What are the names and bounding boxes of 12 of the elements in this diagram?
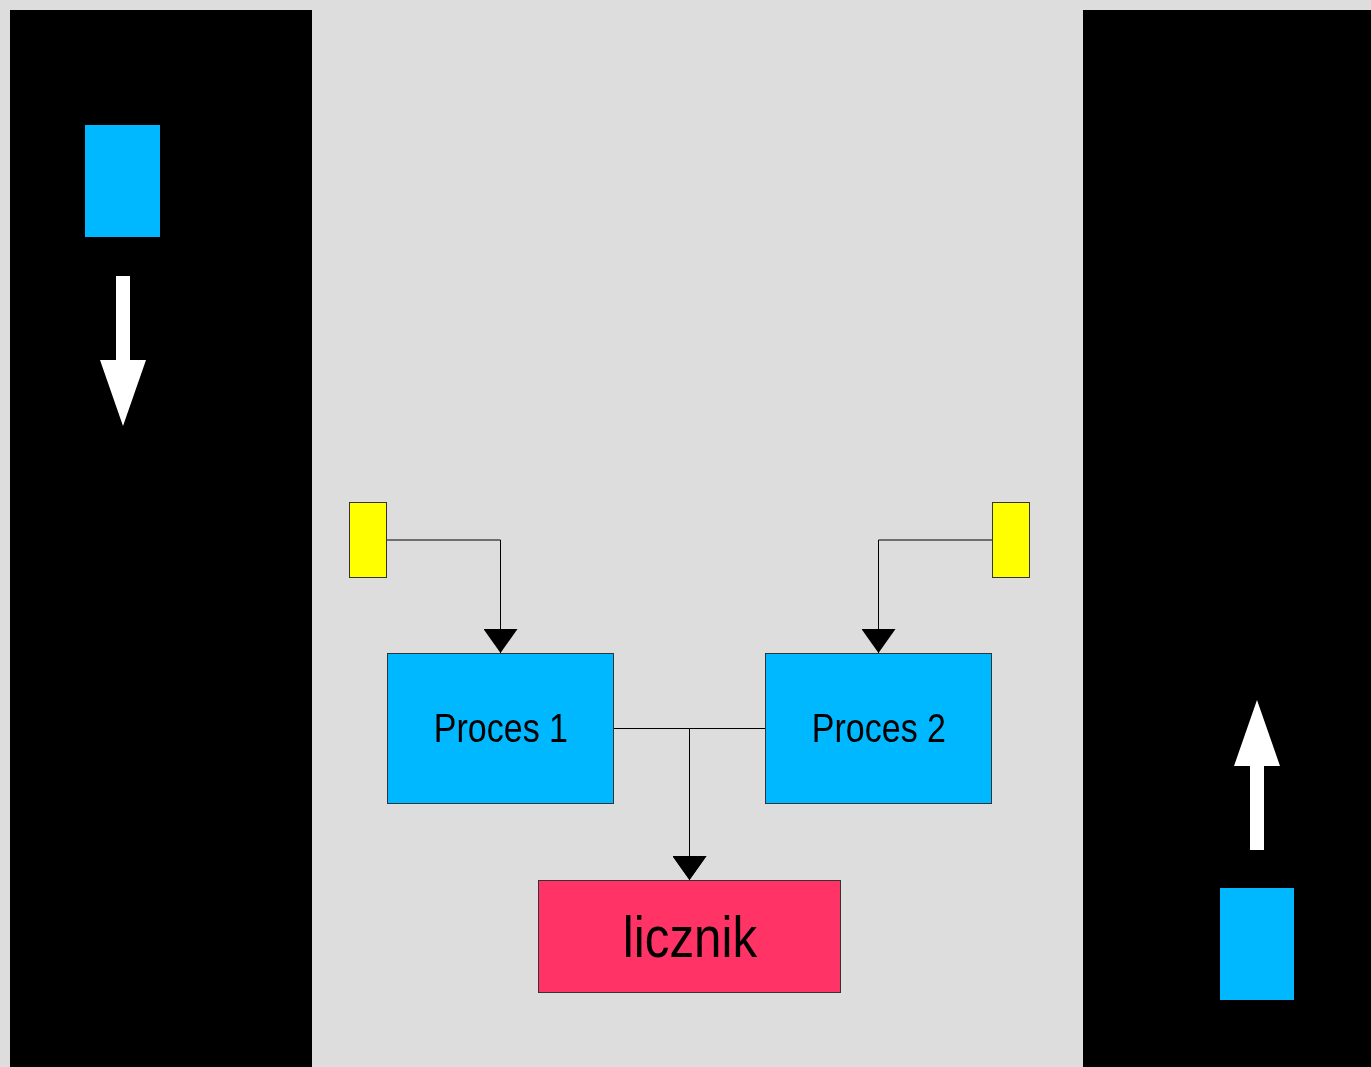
process-box — [387, 653, 614, 804]
process-box — [765, 653, 992, 804]
car-block — [1220, 888, 1294, 1000]
node-label: licznik — [622, 903, 757, 970]
car-block — [85, 125, 160, 237]
road-lane — [1083, 10, 1371, 1067]
node-label: Proces 1 — [433, 706, 568, 751]
sensor-box — [349, 502, 387, 578]
road-lane — [10, 10, 312, 1067]
sensor-box — [992, 502, 1030, 578]
node-label: Proces 2 — [811, 706, 946, 751]
counter-box — [538, 880, 841, 993]
